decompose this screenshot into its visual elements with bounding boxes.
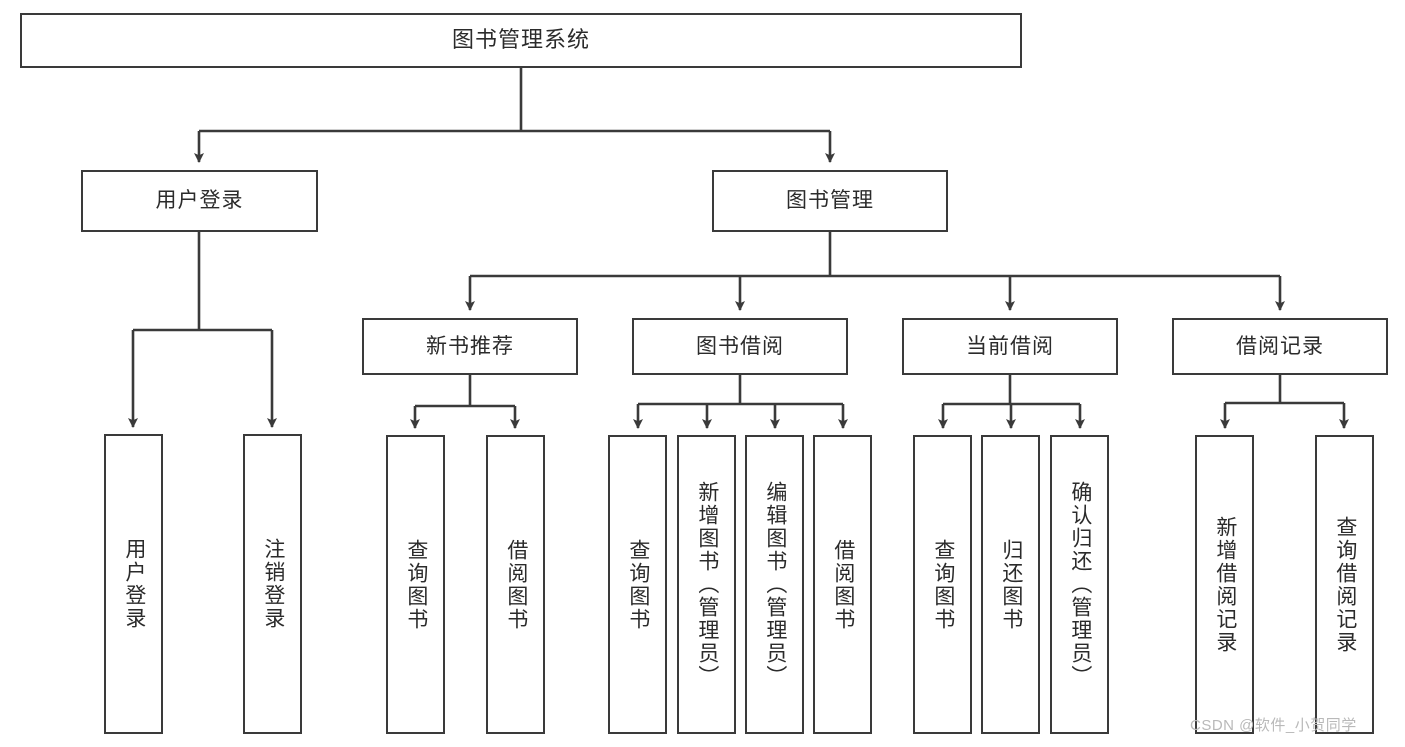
node-leaf-query-book-1[interactable]: 查询图书	[386, 435, 445, 734]
node-leaf-query-book-2[interactable]: 查询图书	[608, 435, 667, 734]
node-leaf-query-book-1-label: 查询图书	[404, 538, 428, 631]
node-new-book-rec-label: 新书推荐	[426, 334, 514, 358]
node-user-login[interactable]: 用户登录	[81, 170, 318, 232]
node-leaf-query-record-label: 查询借阅记录	[1333, 515, 1357, 654]
node-current-borrow-label: 当前借阅	[966, 334, 1054, 358]
csdn-watermark: CSDN @软件_小贺同学	[1190, 717, 1357, 734]
node-leaf-add-record-label: 新增借阅记录	[1213, 515, 1237, 654]
node-leaf-add-record[interactable]: 新增借阅记录	[1195, 435, 1254, 734]
node-leaf-add-book[interactable]: 新增图书（管理员）	[677, 435, 736, 734]
node-leaf-query-book-2-label: 查询图书	[626, 538, 650, 631]
node-leaf-borrow-book-1-label: 借阅图书	[504, 538, 528, 631]
node-leaf-edit-book[interactable]: 编辑图书（管理员）	[745, 435, 804, 734]
node-book-borrow[interactable]: 图书借阅	[632, 318, 848, 375]
node-leaf-user-login-label: 用户登录	[122, 538, 146, 630]
node-borrow-record[interactable]: 借阅记录	[1172, 318, 1388, 375]
node-leaf-logout[interactable]: 注销登录	[243, 434, 302, 734]
node-leaf-add-book-label: 新增图书（管理员）	[695, 481, 719, 688]
node-leaf-confirm-return-label: 确认归还（管理员）	[1068, 481, 1092, 688]
node-leaf-query-book-3[interactable]: 查询图书	[913, 435, 972, 734]
node-new-book-rec[interactable]: 新书推荐	[362, 318, 578, 375]
node-leaf-query-book-3-label: 查询图书	[931, 538, 955, 631]
node-root-label: 图书管理系统	[451, 27, 590, 53]
node-leaf-return-book[interactable]: 归还图书	[981, 435, 1040, 734]
node-current-borrow[interactable]: 当前借阅	[902, 318, 1118, 375]
node-book-borrow-label: 图书借阅	[696, 334, 784, 358]
node-leaf-edit-book-label: 编辑图书（管理员）	[763, 481, 787, 688]
node-leaf-borrow-book-1[interactable]: 借阅图书	[486, 435, 545, 734]
node-leaf-user-login[interactable]: 用户登录	[104, 434, 163, 734]
node-leaf-borrow-book-2-label: 借阅图书	[831, 538, 855, 631]
node-leaf-logout-label: 注销登录	[261, 538, 285, 630]
node-book-manage-label: 图书管理	[786, 189, 874, 213]
node-borrow-record-label: 借阅记录	[1236, 334, 1324, 358]
node-leaf-query-record[interactable]: 查询借阅记录	[1315, 435, 1374, 734]
node-user-login-label: 用户登录	[155, 189, 244, 213]
node-leaf-borrow-book-2[interactable]: 借阅图书	[813, 435, 872, 734]
node-root[interactable]: 图书管理系统	[20, 13, 1022, 68]
node-book-manage[interactable]: 图书管理	[712, 170, 948, 232]
node-leaf-confirm-return[interactable]: 确认归还（管理员）	[1050, 435, 1109, 734]
node-leaf-return-book-label: 归还图书	[999, 538, 1023, 631]
